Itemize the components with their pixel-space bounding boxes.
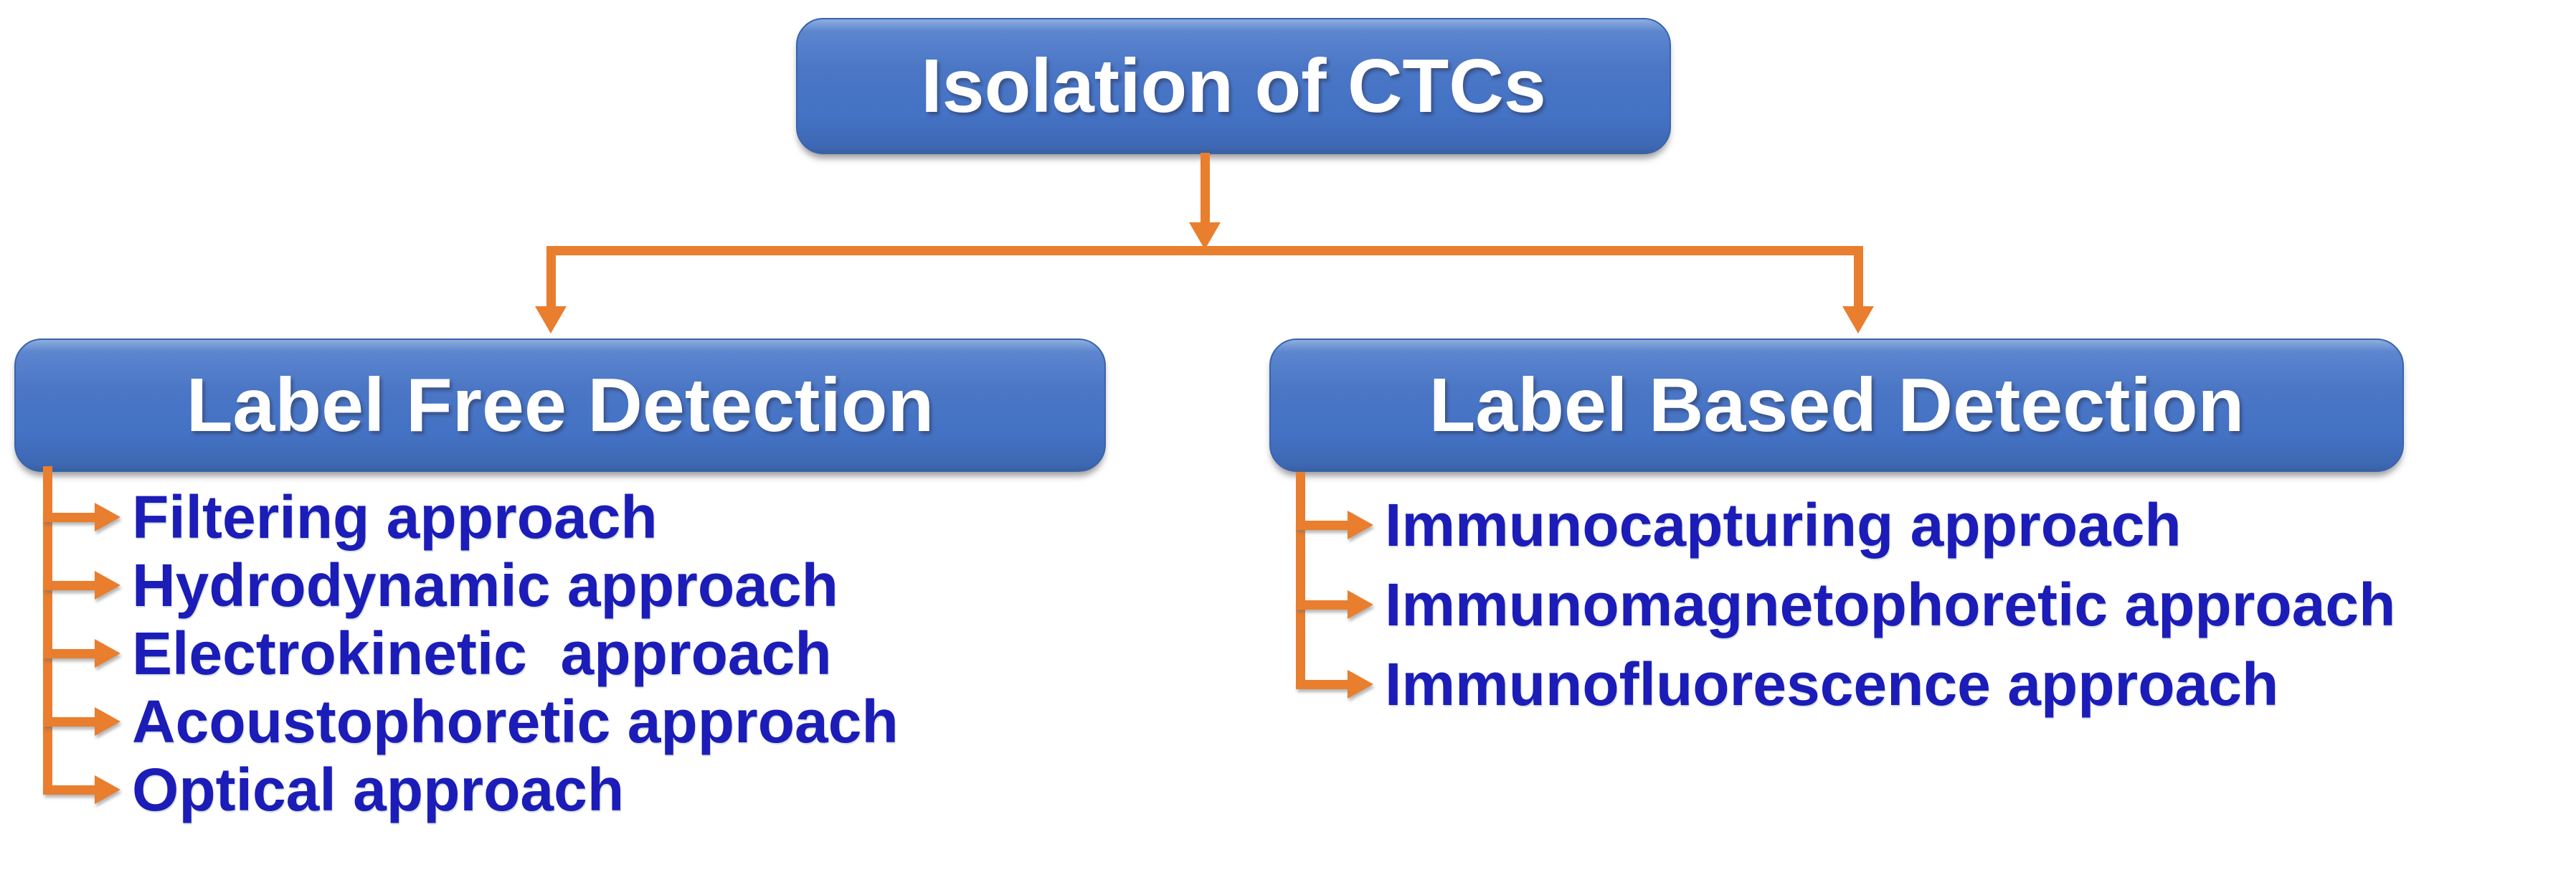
connector-horizontal-bar [546,246,1863,255]
list-item: Immunofluorescence approach [1296,652,2278,716]
node-isolation-of-ctcs: Isolation of CTCs [796,18,1671,154]
bullet-arrow-icon [1296,590,1373,619]
list-item-label: Electrokinetic approach [132,620,832,687]
bullet-arrow-icon [1296,511,1373,539]
list-item-label: Hydrodynamic approach [132,552,838,619]
list-item-label: Optical approach [132,756,625,823]
bullet-arrow-icon [43,639,120,668]
list-item-label: Filtering approach [132,483,658,551]
list-item: Immunocapturing approach [1296,493,2182,557]
branch-rail-left [43,466,52,795]
list-item: Immunomagnetophoretic approach [1296,572,2395,637]
list-item: Electrokinetic approach [43,621,832,686]
node-label-based-detection: Label Based Detection [1269,339,2404,472]
node-title: Label Based Detection [1429,362,2245,448]
bullet-arrow-icon [43,707,120,736]
down-arrowhead-icon [1189,222,1221,250]
bullet-arrow-icon [43,571,120,600]
down-arrowhead-icon [1842,306,1874,333]
connector-drop-right-line [1854,254,1863,308]
list-item-label: Immunocapturing approach [1385,491,2182,559]
node-label-free-detection: Label Free Detection [14,339,1106,472]
connector-drop-left-line [546,254,556,308]
connector-stem-line [1201,153,1210,225]
node-title: Isolation of CTCs [921,43,1546,128]
list-item: Acoustophoretic approach [43,689,899,754]
list-item-label: Acoustophoretic approach [132,688,899,755]
list-item: Hydrodynamic approach [43,553,838,618]
bullet-arrow-icon [43,775,120,804]
list-item-label: Immunomagnetophoretic approach [1385,571,2396,638]
list-item: Filtering approach [43,485,658,549]
list-item-label: Immunofluorescence approach [1385,650,2279,718]
down-arrowhead-icon [535,306,567,333]
list-item: Optical approach [43,757,624,822]
bullet-arrow-icon [1296,670,1373,699]
bullet-arrow-icon [43,503,120,531]
node-title: Label Free Detection [186,362,934,448]
